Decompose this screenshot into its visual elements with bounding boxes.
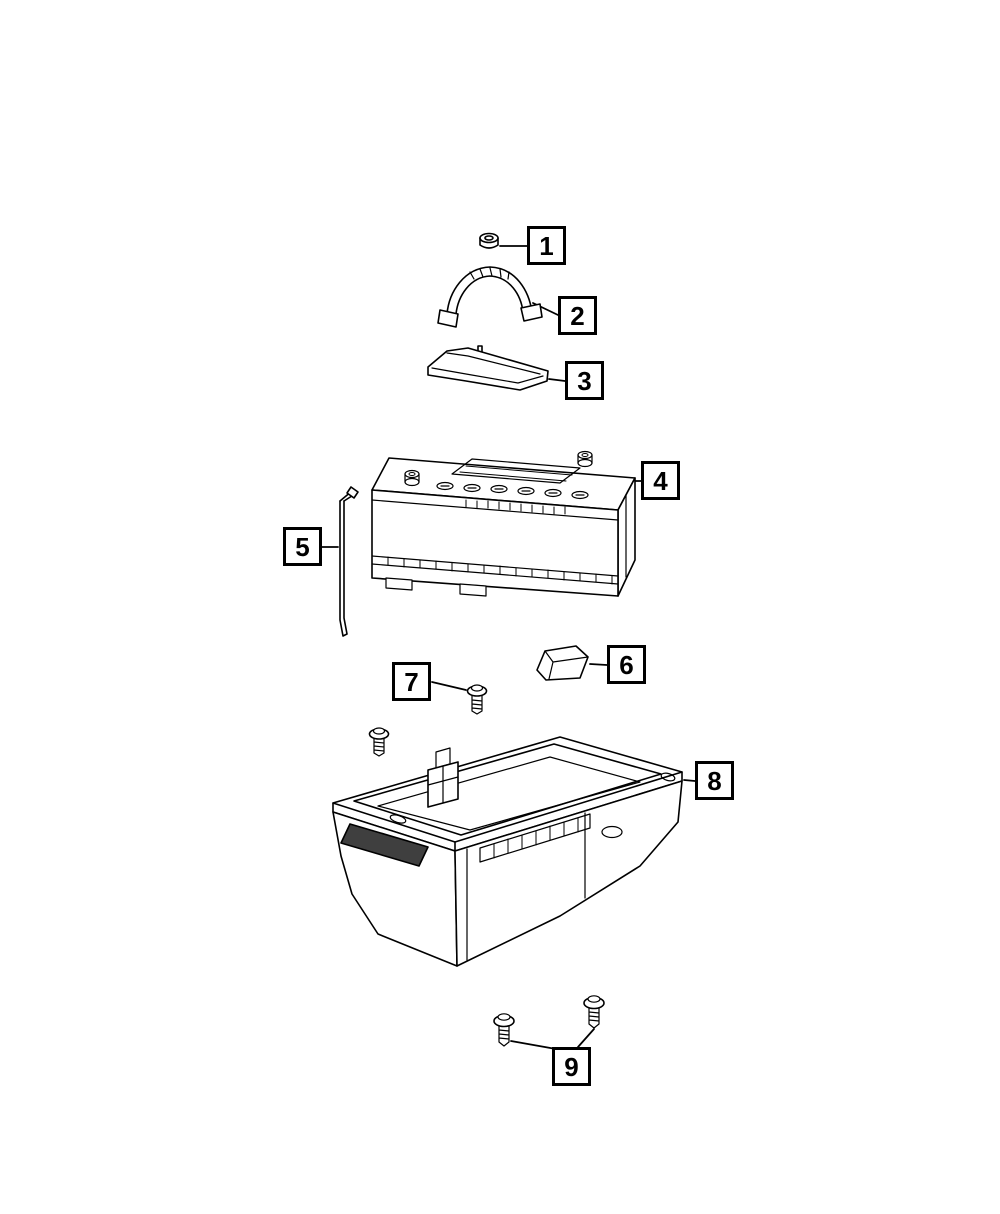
part-8-battery-tray [332, 736, 683, 967]
battery-cell-caps [436, 481, 589, 500]
battery-terminal-right [577, 450, 593, 468]
callout-box-3[interactable]: 3 [565, 361, 604, 400]
callout-box-6[interactable]: 6 [607, 645, 646, 684]
callout-number-1: 1 [539, 230, 554, 261]
callout-number-8: 8 [707, 765, 722, 796]
bolt-9b [583, 995, 605, 1029]
screw-7a [466, 684, 488, 715]
tray-clip-bracket [427, 747, 459, 808]
callout-number-6: 6 [619, 649, 634, 680]
battery-terminal-left [404, 469, 420, 487]
part-5-vent-tube [339, 486, 359, 637]
callout-box-5[interactable]: 5 [283, 527, 322, 566]
screw-7b [368, 727, 390, 757]
part-1-battery-nut [479, 232, 499, 249]
callout-number-4: 4 [653, 465, 668, 496]
part-3-cover-strip [427, 345, 549, 391]
bolt-9a [493, 1013, 515, 1047]
callout-number-7: 7 [404, 666, 419, 697]
part-7-screws [368, 684, 488, 757]
callout-number-5: 5 [295, 531, 310, 562]
part-4-battery [371, 450, 636, 597]
callout-box-4[interactable]: 4 [641, 461, 680, 500]
part-9-bolts [493, 995, 605, 1047]
callout-number-9: 9 [564, 1051, 579, 1082]
callout-box-7[interactable]: 7 [392, 662, 431, 701]
callout-number-3: 3 [577, 365, 592, 396]
callout-box-8[interactable]: 8 [695, 761, 734, 800]
callout-box-9[interactable]: 9 [552, 1047, 591, 1086]
part-2-battery-handle [437, 266, 543, 328]
callout-number-2: 2 [570, 300, 585, 331]
callout-box-1[interactable]: 1 [527, 226, 566, 265]
callout-box-2[interactable]: 2 [558, 296, 597, 335]
part-6-hold-down-clamp [536, 645, 589, 681]
